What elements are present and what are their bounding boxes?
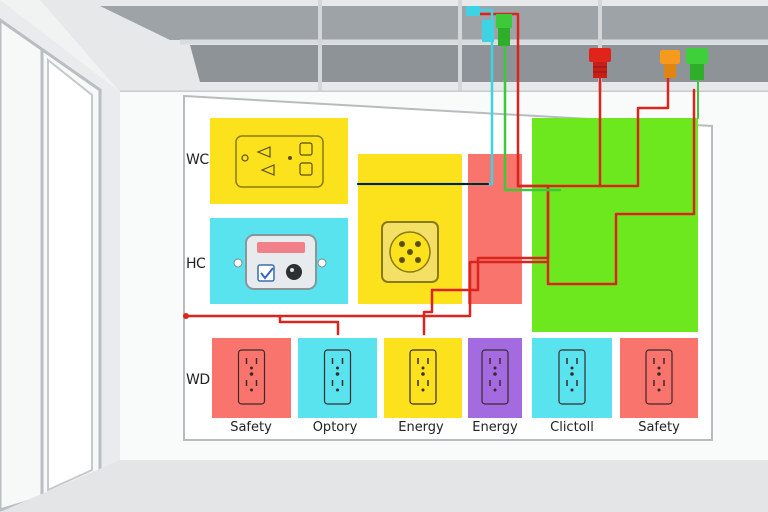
panel-wc-outlet [210,118,348,204]
caption-1: Safety [230,420,272,435]
left-wall [0,0,120,512]
wire-red-loop [546,88,696,286]
panel-center-outlet [358,154,462,304]
duplex-outlet-icon [481,349,509,405]
outlet-panel-5 [532,338,612,418]
duplex-outlet-icon [323,349,352,405]
outlet-panel-3 [384,338,462,418]
panel-hc-switch [210,218,348,304]
duplex-outlet-icon [558,349,586,405]
caption-6: Safety [638,420,680,435]
floor [0,460,768,512]
outlet-panel-6 [620,338,698,418]
outlet-panel-2 [298,338,377,418]
duplex-outlet-icon [645,349,673,405]
row-label-hc: HC [186,256,206,272]
plug-icon [466,6,512,46]
duplex-outlet-icon [237,349,266,405]
wire-red-left [184,314,340,336]
wire-green [503,22,562,192]
wire-red-right-long [428,260,550,318]
duplex-outlet-icon [409,349,437,405]
plug-icon [589,48,611,78]
switch-icon [286,264,302,280]
panel-salmon-column [468,154,522,304]
ceiling [40,0,768,94]
plugs [466,6,708,80]
caption-2: Optory [312,420,358,435]
outlet-panel-1 [212,338,291,418]
wire-red-right [598,68,670,188]
row-label-wd: WD [186,372,210,388]
row-label-wc: WC [186,152,209,168]
plug-icon [686,48,708,80]
wires [183,8,699,336]
plug-icon [660,50,680,78]
checkbox-icon [257,264,275,282]
bottom-outlet-row [212,338,698,418]
outlet-panel-4 [468,338,522,418]
caption-3: Energy [398,420,444,435]
caption-4: Energy [472,420,518,435]
caption-5: Clictoll [550,420,594,435]
